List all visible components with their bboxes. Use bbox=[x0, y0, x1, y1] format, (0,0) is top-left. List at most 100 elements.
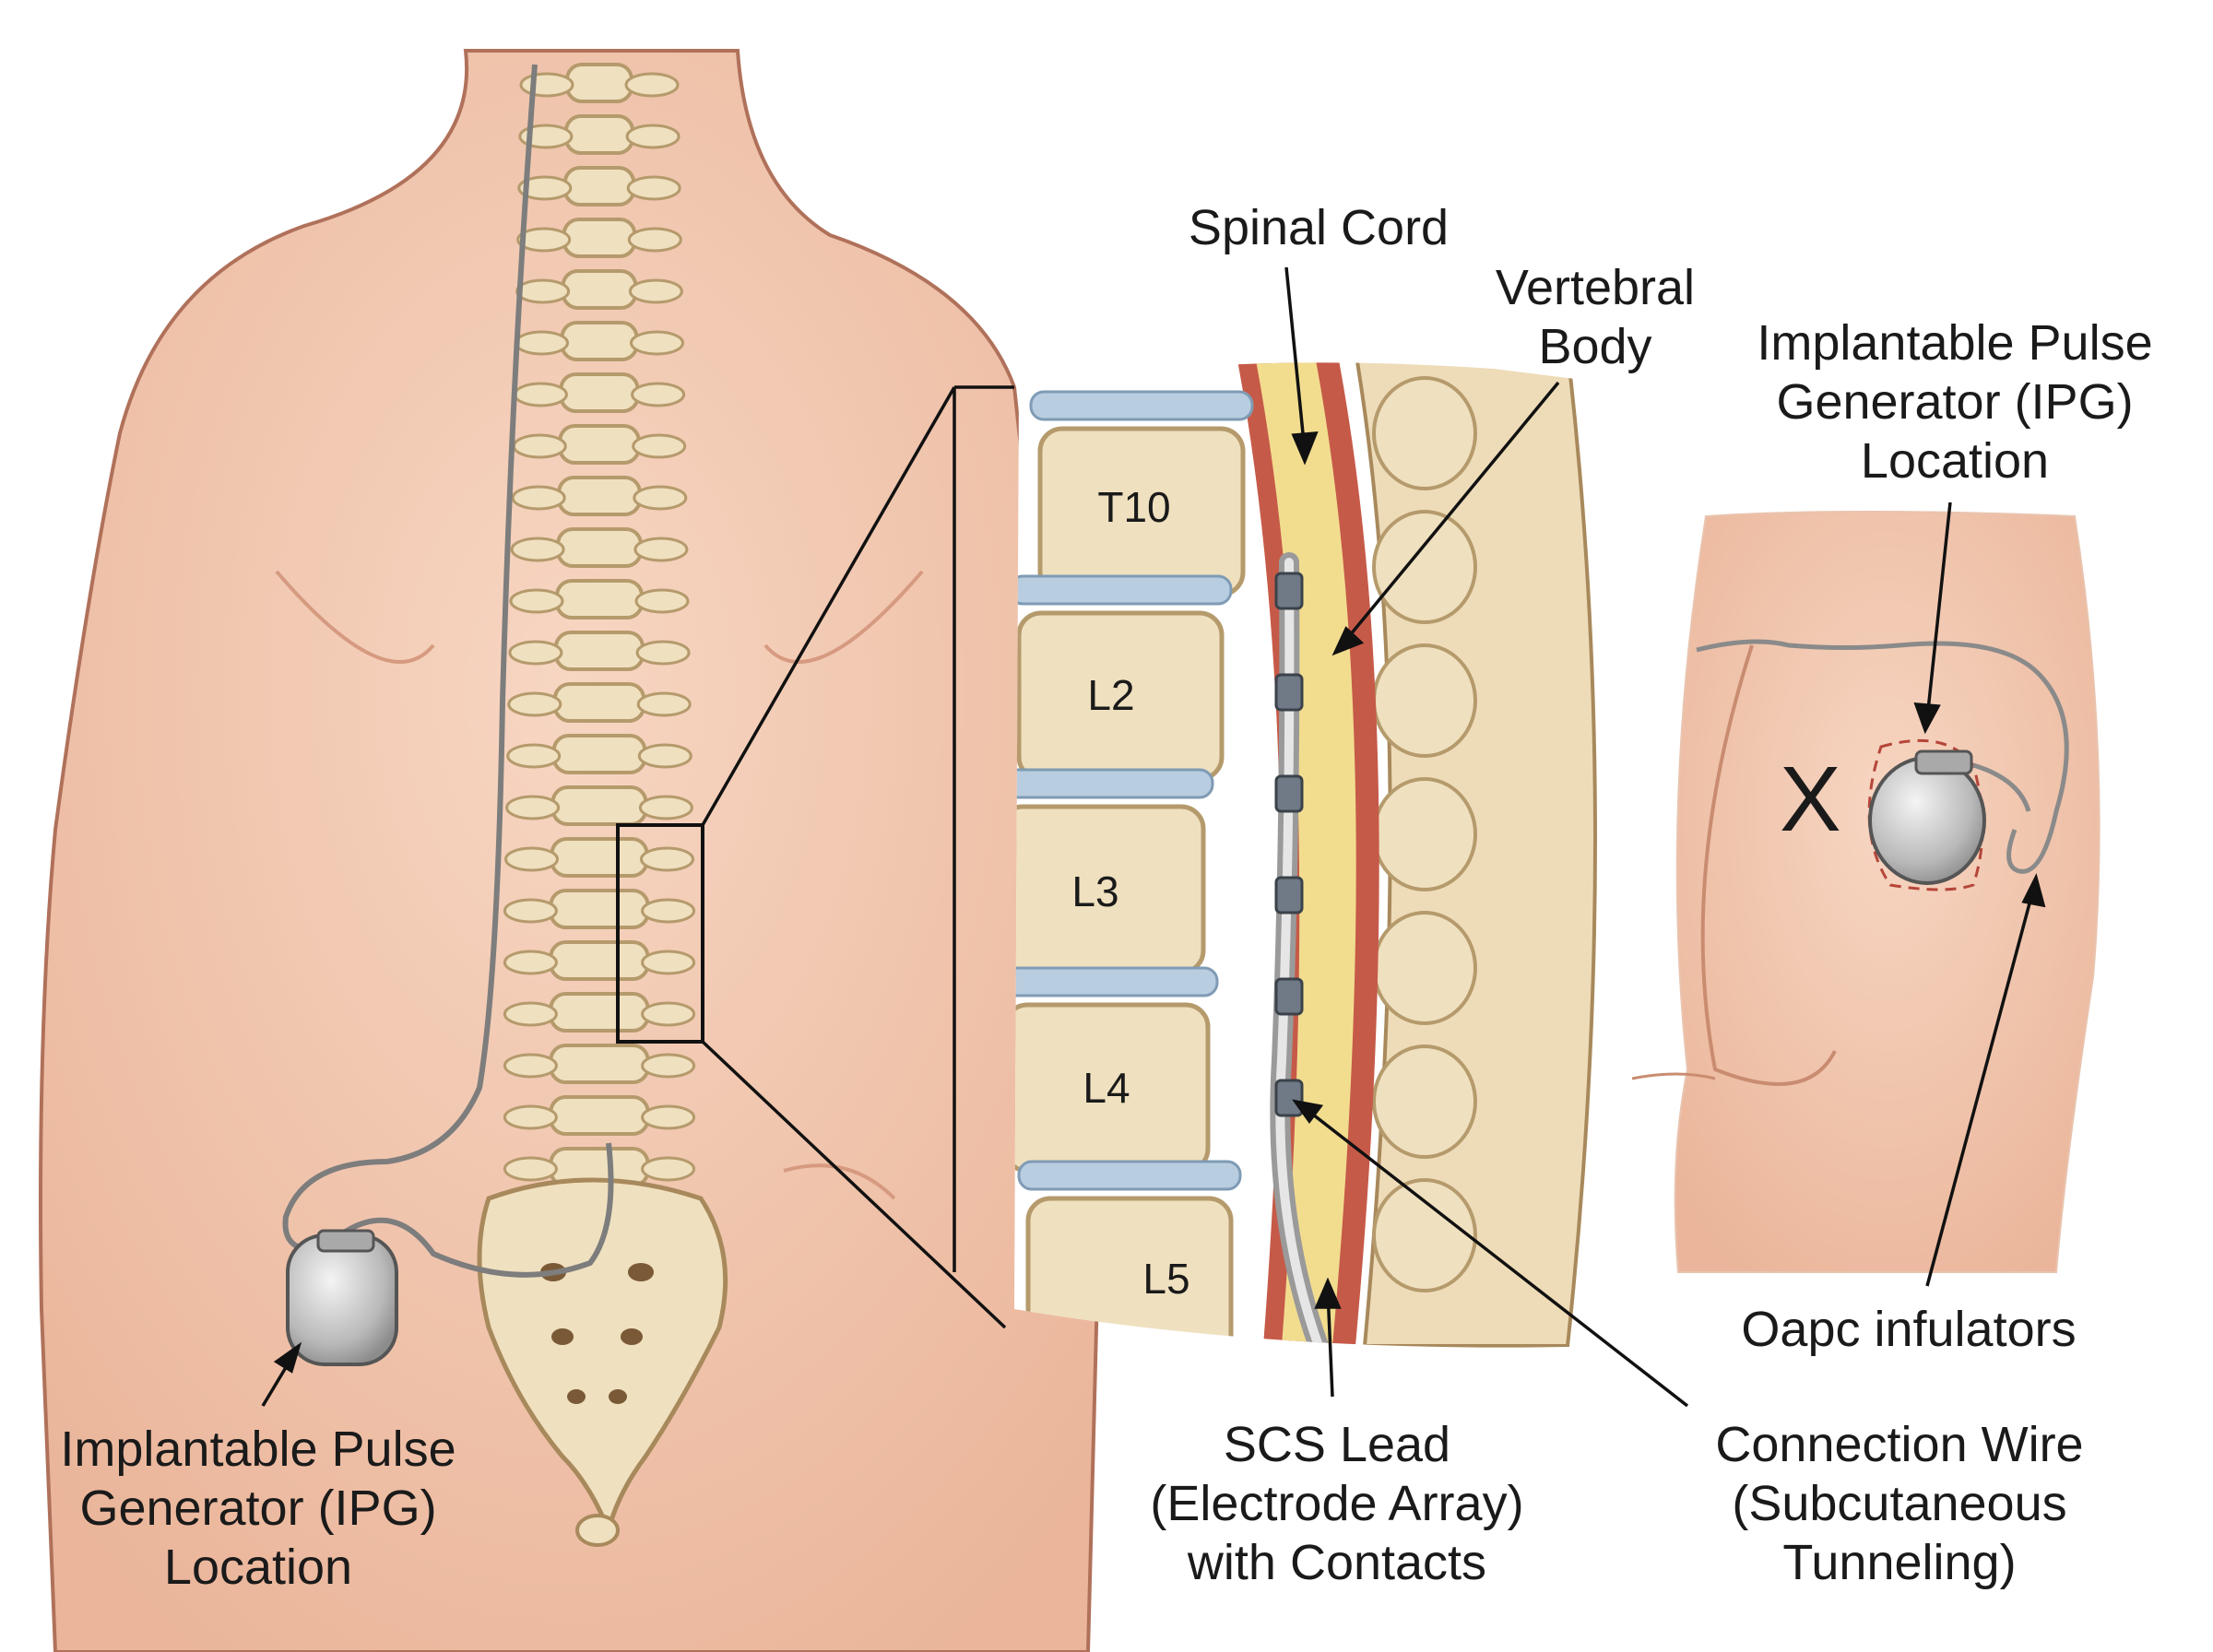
transverse-process-left bbox=[503, 950, 558, 975]
transverse-process-left bbox=[503, 1001, 558, 1027]
posterior-facet bbox=[1372, 1178, 1477, 1292]
posterior-facet bbox=[1372, 376, 1477, 490]
transverse-process-left bbox=[518, 124, 574, 149]
vertebra-segment bbox=[551, 734, 647, 774]
vertebra-segment bbox=[553, 631, 645, 671]
label-scs-lead: SCS Lead (Electrode Array) with Contacts bbox=[1088, 1415, 1586, 1592]
label-vertebral-body: Vertebral Body bbox=[1438, 258, 1752, 376]
intervertebral-disc bbox=[1029, 390, 1254, 421]
label-connection-wire-line3: Tunneling) bbox=[1782, 1535, 2017, 1590]
label-spinal-cord: Spinal Cord bbox=[1134, 198, 1503, 257]
vertebra-segment bbox=[549, 1095, 650, 1136]
posterior-facet bbox=[1372, 1044, 1477, 1159]
transverse-process-left bbox=[515, 330, 569, 356]
electrode-contact bbox=[1274, 876, 1304, 914]
transverse-process-right bbox=[633, 485, 688, 511]
transverse-process-right bbox=[631, 382, 686, 407]
transverse-process-right bbox=[641, 1001, 696, 1027]
transverse-process-left bbox=[509, 588, 564, 614]
label-oapc: Oapc infulators bbox=[1678, 1300, 2139, 1359]
label-ipg-left-line3: Location bbox=[163, 1540, 353, 1595]
posterior-facet bbox=[1372, 510, 1477, 624]
label-vertebral-body-line2: Body bbox=[1538, 319, 1652, 374]
label-vertebral-body-line1: Vertebral bbox=[1495, 260, 1696, 315]
intervertebral-disc bbox=[1014, 966, 1219, 997]
intervertebral-disc bbox=[1014, 574, 1233, 606]
vertebra-segment bbox=[550, 785, 648, 826]
lead-wire-back bbox=[282, 64, 614, 1278]
transverse-process-left bbox=[506, 743, 562, 769]
transverse-process-right bbox=[641, 1104, 696, 1130]
vertebra-segment bbox=[561, 269, 638, 310]
transverse-process-right bbox=[628, 278, 683, 304]
vertebra-segment bbox=[560, 321, 639, 361]
transverse-process-right bbox=[633, 537, 689, 562]
label-spinal-cord-text: Spinal Cord bbox=[1188, 200, 1450, 255]
label-ipg-right-line2: Generator (IPG) bbox=[1776, 374, 2134, 430]
spine-column bbox=[503, 63, 696, 1187]
x-mark: X bbox=[1780, 748, 1841, 851]
vertebra-segment bbox=[549, 889, 650, 929]
electrode-contact bbox=[1274, 774, 1304, 813]
electrode-contact bbox=[1274, 572, 1304, 610]
transverse-process-right bbox=[624, 72, 680, 98]
transverse-process-right bbox=[634, 588, 690, 614]
vertebra-segment bbox=[562, 218, 637, 258]
transverse-process-right bbox=[635, 640, 691, 666]
vertebra-label-t10: T10 bbox=[1097, 483, 1171, 531]
transverse-process-left bbox=[517, 175, 573, 201]
label-oapc-text: Oapc infulators bbox=[1741, 1302, 2077, 1357]
transverse-process-left bbox=[510, 537, 565, 562]
intervertebral-disc bbox=[1014, 768, 1214, 799]
vertebra-segment bbox=[555, 579, 644, 620]
electrode-contact bbox=[1274, 673, 1304, 712]
transverse-process-right bbox=[630, 330, 684, 356]
vertebra-segment bbox=[565, 63, 633, 103]
vertebra-segment bbox=[563, 114, 635, 155]
vertebra-label-l3: L3 bbox=[1071, 867, 1119, 915]
electrode-contact bbox=[1274, 1079, 1304, 1117]
vertebra-label-l4: L4 bbox=[1083, 1064, 1130, 1112]
vertebra-segment bbox=[552, 682, 646, 723]
label-connection-wire: Connection Wire (Subcutaneous Tunneling) bbox=[1660, 1415, 2139, 1592]
transverse-process-left bbox=[507, 691, 562, 717]
label-scs-lead-line3: with Contacts bbox=[1187, 1535, 1487, 1590]
transverse-process-right bbox=[626, 175, 681, 201]
label-connection-wire-line2: (Subcutaneous bbox=[1732, 1476, 2067, 1531]
sacrum bbox=[477, 1177, 728, 1547]
label-ipg-right: Implantable Pulse Generator (IPG) Locati… bbox=[1724, 313, 2185, 490]
sagittal-inset bbox=[1014, 362, 1641, 1348]
transverse-process-right bbox=[625, 124, 680, 149]
posterior-facet bbox=[1372, 911, 1477, 1025]
label-scs-lead-line1: SCS Lead bbox=[1223, 1417, 1451, 1472]
transverse-process-left bbox=[503, 1104, 558, 1130]
vertebra-segment bbox=[549, 940, 650, 981]
posterior-facet bbox=[1372, 777, 1477, 891]
transverse-process-right bbox=[636, 691, 692, 717]
transverse-process-left bbox=[505, 795, 561, 820]
transverse-process-left bbox=[511, 485, 566, 511]
label-connection-wire-line1: Connection Wire bbox=[1715, 1417, 2084, 1472]
label-ipg-left-line1: Implantable Pulse bbox=[60, 1422, 456, 1477]
vertebra-segment bbox=[562, 166, 636, 206]
transverse-process-left bbox=[512, 433, 567, 459]
vertebra-segment bbox=[550, 837, 649, 878]
vertebra-segment bbox=[556, 527, 643, 568]
transverse-process-left bbox=[515, 278, 571, 304]
vertebra-label-l5: L5 bbox=[1142, 1255, 1190, 1303]
transverse-process-left bbox=[504, 846, 559, 872]
transverse-process-left bbox=[516, 227, 572, 253]
transverse-process-right bbox=[637, 743, 692, 769]
vertebra-segment bbox=[549, 1044, 650, 1084]
label-scs-lead-line2: (Electrode Array) bbox=[1150, 1476, 1524, 1531]
vertebra-segment bbox=[558, 424, 641, 465]
zoom-callout bbox=[616, 385, 1014, 1329]
transverse-process-left bbox=[503, 1053, 558, 1079]
label-ipg-left: Implantable Pulse Generator (IPG) Locati… bbox=[28, 1420, 489, 1597]
transverse-process-left bbox=[503, 1156, 558, 1182]
transverse-process-right bbox=[638, 795, 693, 820]
transverse-process-left bbox=[513, 382, 568, 407]
transverse-process-right bbox=[641, 1053, 696, 1079]
label-ipg-left-line2: Generator (IPG) bbox=[79, 1481, 437, 1536]
